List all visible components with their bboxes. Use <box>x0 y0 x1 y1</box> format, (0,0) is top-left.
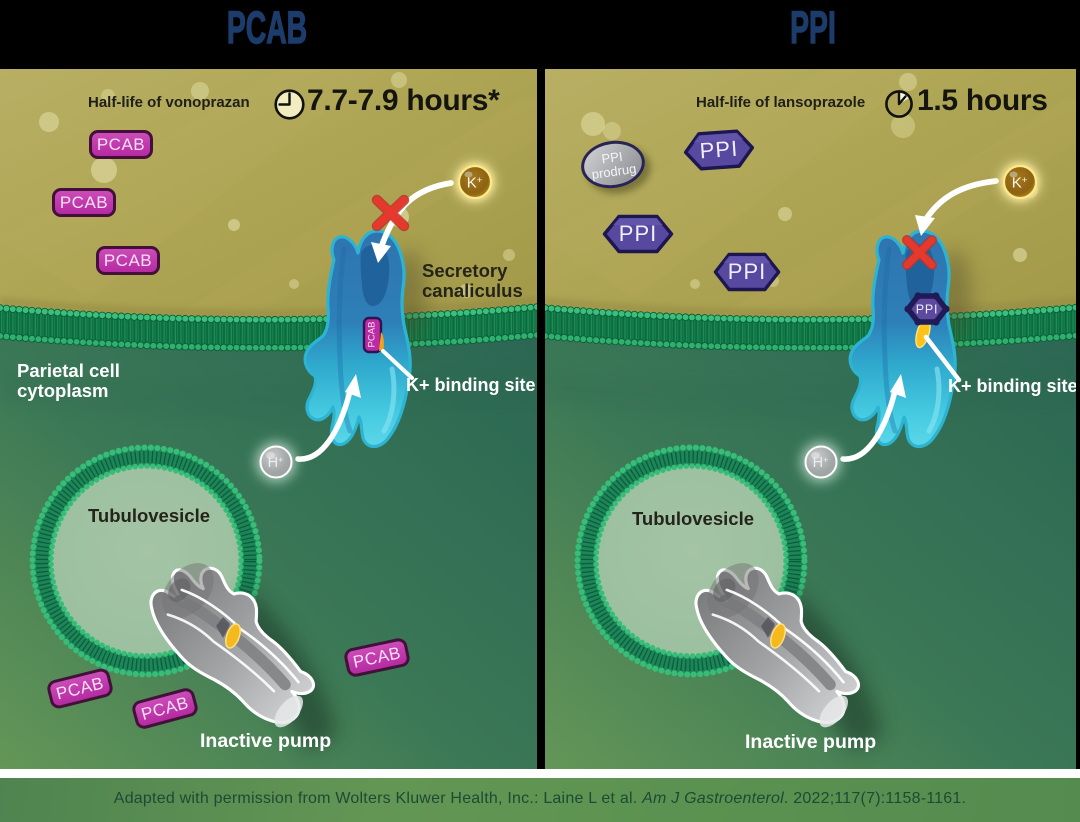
svg-text:PPI: PPI <box>916 303 939 317</box>
svg-text:PCAB: PCAB <box>367 322 378 348</box>
